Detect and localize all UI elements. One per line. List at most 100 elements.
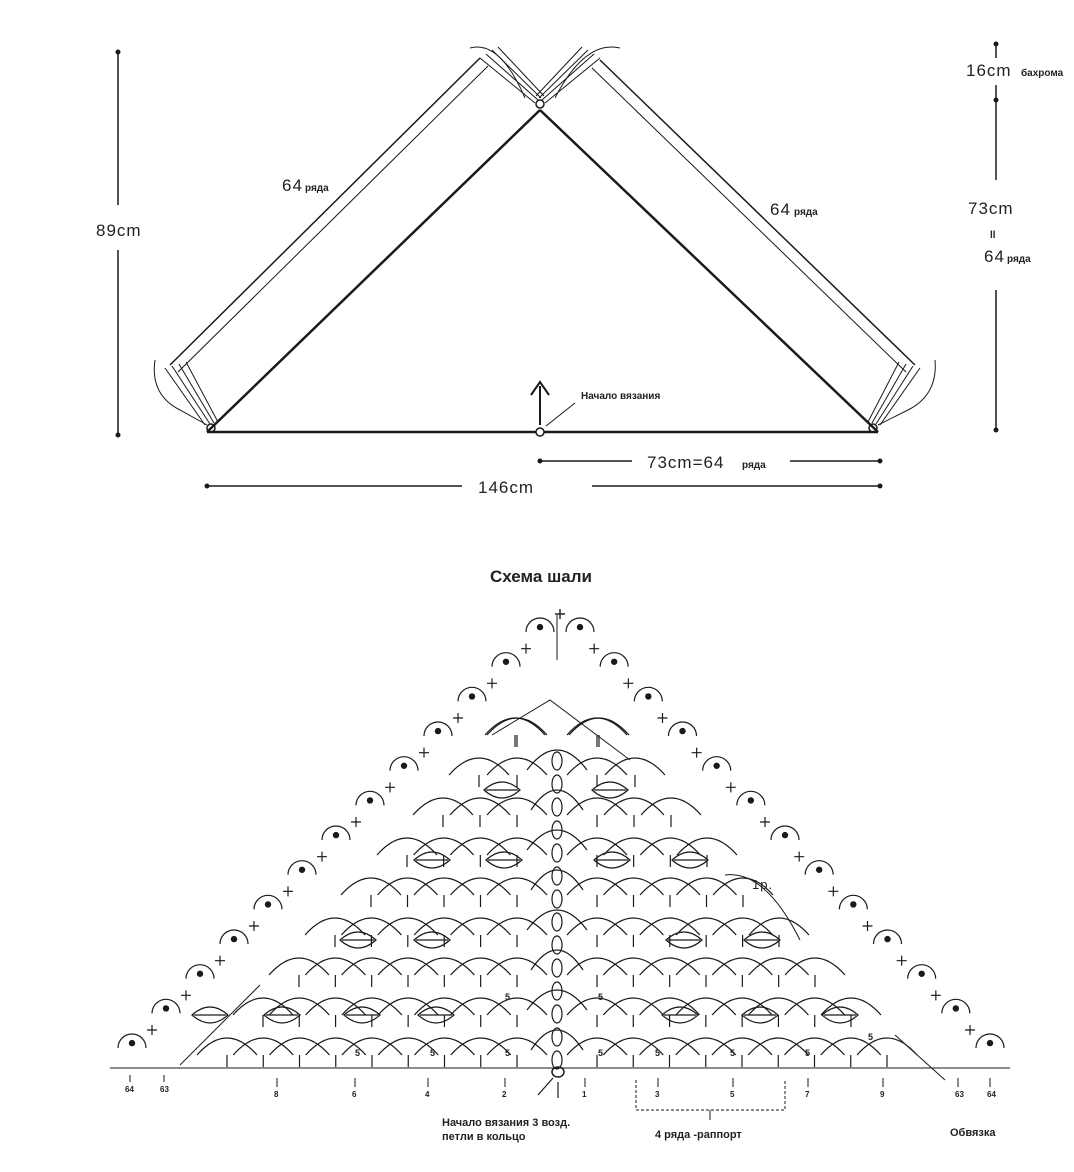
chain-arch [486,797,548,816]
picot-dot [264,901,272,908]
single-crochet-cross [965,1025,975,1035]
center-arch [530,949,584,971]
chain-arch [449,837,511,856]
side-length: 73cm [968,199,1014,218]
chain-arch [675,917,737,936]
chain-arch [675,997,737,1016]
chain-arch [412,797,474,816]
picot-dot [230,935,238,943]
picot-dot [298,866,306,873]
single-crochet-cross [453,713,463,723]
right-top-curve [554,46,621,99]
height-label: 89cm [96,221,142,240]
crochet-chart [110,609,1010,1120]
chain-arch [341,1037,403,1056]
chain-arch [675,957,737,976]
right-guide-line [894,1034,946,1081]
side-rows-number: 64 [984,247,1005,266]
chain-arch [603,797,665,816]
chain-arch [413,837,475,856]
edge-scallop [151,998,181,1014]
chain-arch [602,997,664,1016]
single-crochet-cross [181,990,191,1001]
chain-arch [449,797,511,816]
chain-loop [551,1050,563,1070]
chain-arch [269,1037,330,1056]
center-arch [530,789,584,811]
chain-arch [448,757,510,776]
chain-loop [551,981,563,1001]
chain-arch [486,877,548,896]
chain-arch [639,917,701,936]
chain-arch [602,917,664,936]
chain-loop [551,843,563,863]
half-width-word: ряда [742,460,766,471]
row-number-3: 3 [655,1090,660,1099]
half-width-label: 73cm=64 [647,453,724,472]
edge-scallop [565,617,595,633]
leaf-motif [665,931,703,949]
chain-arch [413,997,475,1016]
chain-arch [305,997,367,1016]
start-ring [551,1066,565,1078]
picot-dot [434,727,442,735]
chain-arch [711,957,773,976]
edge-scallop [253,894,283,910]
edge-scallop [702,756,732,771]
chain-arch [566,957,628,976]
chain-arch [676,837,738,856]
chain-arch [414,1037,475,1056]
chain-arch [486,957,548,976]
chain-arch [486,757,548,776]
row-number-left-64: 64 [125,1085,134,1094]
row-number-5: 5 [730,1090,735,1099]
row-number-right-64: 64 [987,1090,996,1099]
chain-arch [377,957,439,976]
right-rows-word: ряда [794,207,818,218]
chain-arch [602,957,664,976]
row-number-9: 9 [880,1090,885,1099]
leaf-motif [671,851,709,869]
repeat-note: 4 ряда -раппорт [655,1129,742,1141]
stitch-count-5: 5 [505,1048,510,1058]
leaf-motif [485,851,523,869]
leaf-motifs [191,781,859,1024]
chain-arch [484,717,546,736]
right-edge [539,109,879,433]
top-bracket [491,699,631,761]
chain-arch [712,877,774,896]
row-arrows [129,1075,991,1087]
stitch-count-5: 5 [598,992,603,1002]
single-crochet-cross [657,713,668,723]
edge-scallop [907,964,937,979]
chain-loop [551,958,563,978]
chain-arch [784,997,846,1016]
leaf-motif [821,1006,859,1024]
stitch-count-5: 5 [655,1048,660,1058]
chain-arch [304,917,366,936]
chain-arch [603,837,665,856]
left-band-curve [153,359,208,426]
edge-scallop [599,652,629,667]
chain-arch [639,997,701,1016]
chain-arch [639,957,701,976]
edge-scallop [804,860,834,875]
chain-arch [747,997,809,1016]
picot-dot [986,1039,994,1047]
chain-arch [566,757,628,776]
stitch-count-5: 5 [355,1048,360,1058]
left-fringe-strands [164,46,545,426]
center-arch [530,1029,584,1051]
stitch-count-5: 5 [505,992,510,1002]
single-crochet-cross [419,747,429,758]
row-number-2: 2 [502,1090,507,1099]
chain-arch [450,997,512,1016]
chain-arch [748,957,810,976]
width-label: 146cm [478,478,534,497]
row-number-7: 7 [805,1090,810,1099]
picot-dot [952,1005,960,1012]
single-crochet-cross [725,782,736,793]
